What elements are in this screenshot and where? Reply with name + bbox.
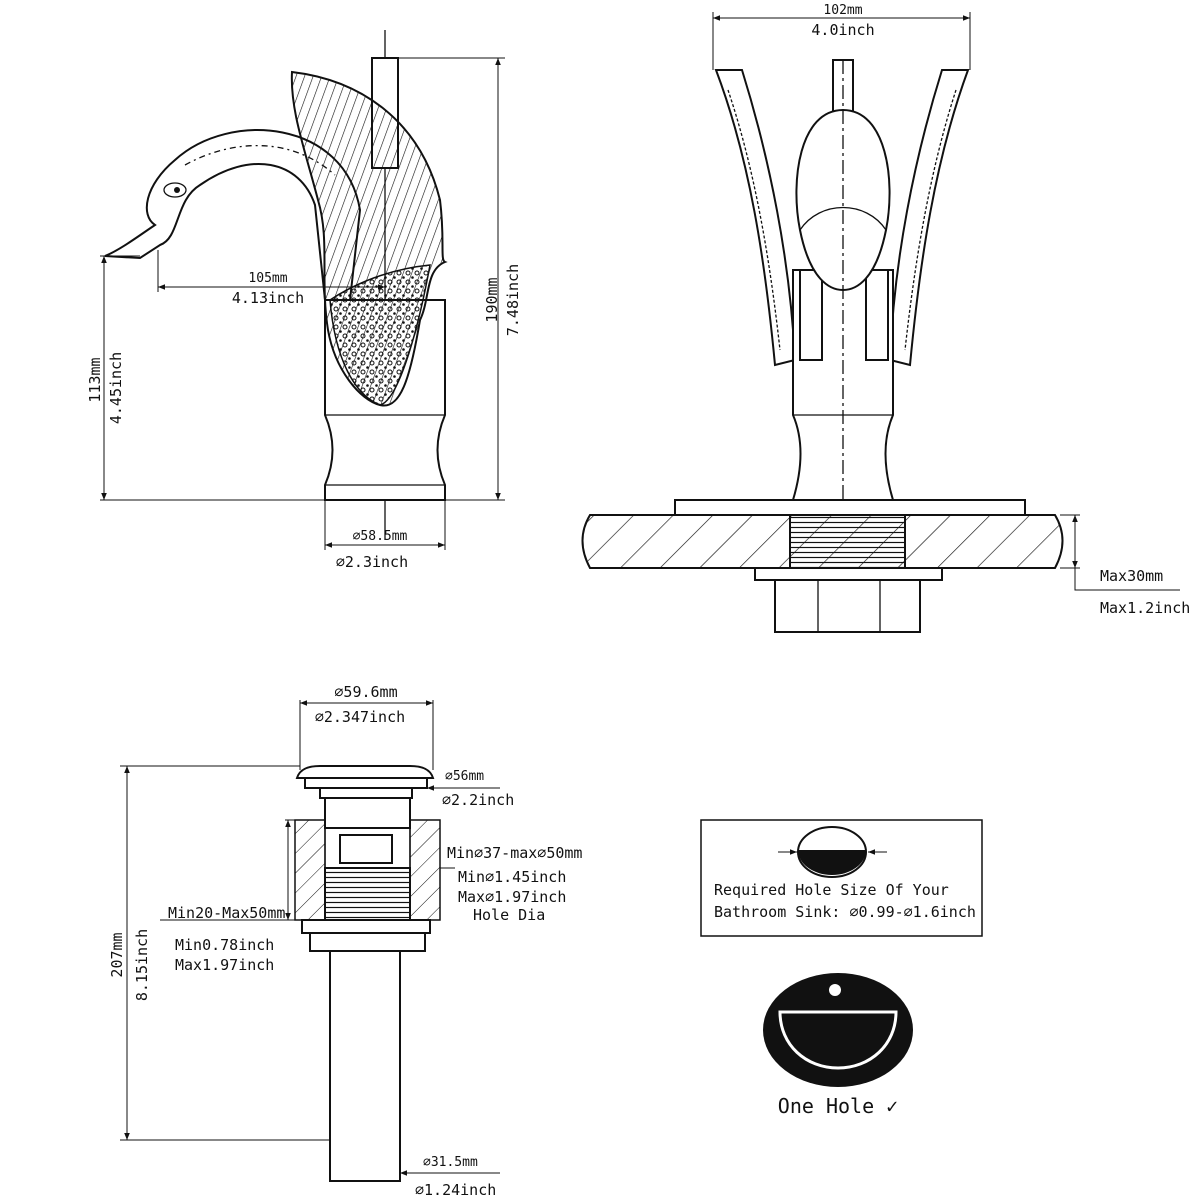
faucet-front-view: 102mm 4.0inch Max30mm [581, 3, 1190, 633]
dim-thick-max-inch: Max1.97inch [175, 956, 274, 974]
dim-thick-mm: Min20-Max50mm [168, 904, 285, 922]
hole-shaded [798, 850, 866, 875]
dim-total-inch: 8.15inch [133, 929, 151, 1001]
hole-info-box: Required Hole Size Of Your Bathroom Sink… [700, 819, 983, 937]
sink-faucet-hole [829, 984, 841, 996]
faucet-side-view: 190mm 7.48inch 113mm 4.45inch 105mm 4.13… [86, 30, 522, 571]
dim-hole-label: Hole Dia [473, 906, 545, 924]
swan-wing-detail [329, 264, 431, 406]
mount-nut [774, 579, 921, 633]
dim-cap-inch: ⌀2.347inch [315, 708, 405, 726]
sink-bowl [778, 1010, 898, 1070]
swan-pupil [174, 187, 180, 193]
dim-deck-leader [1074, 568, 1180, 591]
front-neck-left [799, 269, 823, 361]
front-swan-head-line [799, 207, 887, 231]
sink-illustration: One Hole ✓ [763, 973, 913, 1118]
dim-thick-min-inch: Min0.78inch [175, 936, 274, 954]
dim-total-mm: 207mm [108, 932, 126, 977]
hole-info-line2: Bathroom Sink: ⌀0.99-⌀1.6inch [714, 903, 976, 921]
front-wing-right-edge [904, 89, 957, 351]
dim-height-mm: 190mm [483, 277, 501, 322]
drain-tailpipe [329, 950, 401, 1182]
front-wing-right [888, 69, 970, 367]
front-wing-left-edge [727, 89, 781, 351]
dim-width-inch: 4.0inch [811, 21, 874, 39]
swan-eye [163, 182, 187, 198]
hole-info-line1: Required Hole Size Of Your [714, 881, 949, 899]
drain-slot [339, 834, 393, 864]
dim-hole-mm: Min⌀37-max⌀50mm [447, 844, 582, 862]
swan-neck [104, 129, 362, 301]
dim-base-mm: ⌀58.5mm [353, 529, 408, 544]
dim-spout-mm: 113mm [86, 357, 104, 402]
dim-spout-inch: 4.45inch [107, 352, 125, 424]
dim-height-inch: 7.48inch [504, 264, 522, 336]
front-neck-right [865, 269, 889, 361]
dim-width-mm: 102mm [823, 3, 862, 18]
sink-wall-right [409, 819, 441, 921]
threaded-shank [789, 514, 906, 569]
drain-view: ⌀59.6mm ⌀2.347inch ⌀56mm ⌀2.2inch Min⌀37… [108, 683, 582, 1199]
dim-base-inch: ⌀2.3inch [336, 553, 408, 571]
front-wing-left [714, 69, 797, 367]
drain-flange [304, 777, 428, 789]
drain-flange-neck [319, 787, 413, 799]
dim-deck-inch: Max1.2inch [1100, 599, 1190, 617]
nut-washer [754, 567, 943, 581]
drain-cap [295, 765, 435, 779]
dim-hole-min-inch: Min⌀1.45inch [458, 868, 566, 886]
deck-plate [674, 499, 1026, 516]
dim-pipe-inch: ⌀1.24inch [415, 1181, 496, 1199]
dim-reach-mm: 105mm [248, 271, 287, 286]
drain-thread [324, 867, 411, 921]
sink-wall-left [294, 819, 326, 921]
dim-pipe-mm: ⌀31.5mm [423, 1155, 478, 1170]
sink-caption: One Hole ✓ [778, 1094, 898, 1118]
dim-cap-mm: ⌀59.6mm [334, 683, 397, 701]
drain-washer [301, 919, 431, 934]
dim-reach-inch: 4.13inch [232, 289, 304, 307]
drain-locknut [309, 932, 426, 952]
dim-flange-mm: ⌀56mm [445, 769, 484, 784]
drain-body-top [324, 797, 411, 829]
dim-flange-inch: ⌀2.2inch [442, 791, 514, 809]
dim-deck-mm: Max30mm [1100, 567, 1163, 585]
dim-hole-max-inch: Max⌀1.97inch [458, 888, 566, 906]
